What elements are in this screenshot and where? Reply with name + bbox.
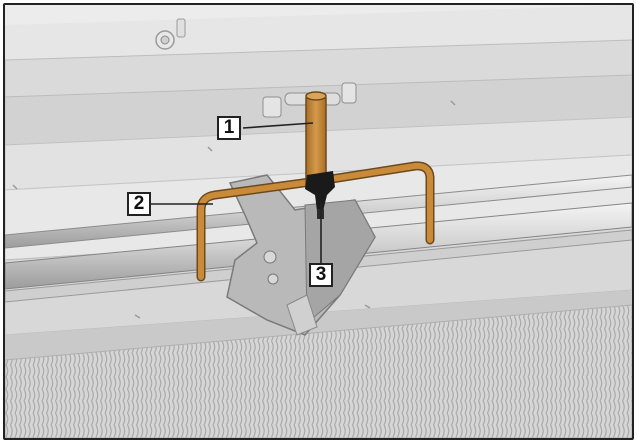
mounting-plate <box>226 174 376 336</box>
tine-strip <box>5 304 632 438</box>
tool-frame <box>196 91 435 282</box>
bolt-icon <box>155 18 186 50</box>
assembly-illustration: 1 2 3 <box>3 3 634 440</box>
machine-drawing <box>5 5 632 438</box>
callout-2: 2 <box>127 192 151 216</box>
leader-lines <box>151 122 322 263</box>
callout-3: 3 <box>309 263 333 287</box>
callout-1: 1 <box>217 116 241 140</box>
